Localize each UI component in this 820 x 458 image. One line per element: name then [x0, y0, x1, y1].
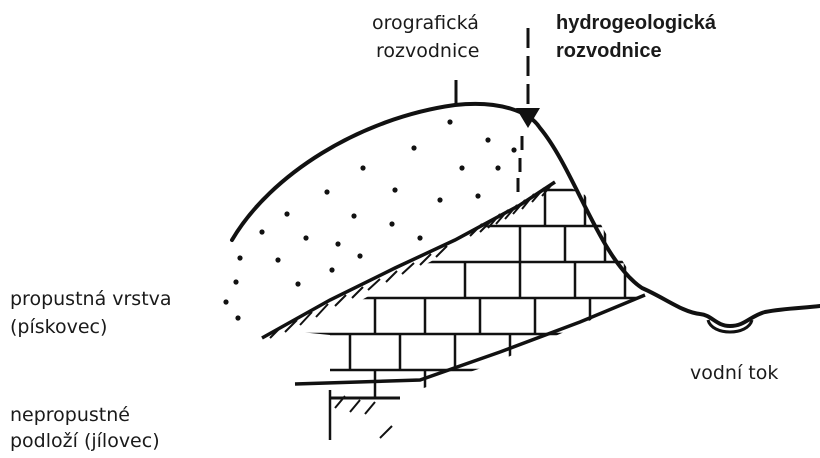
permeable-layer-label-line1: propustná vrstva	[10, 286, 172, 312]
base-hatching	[335, 396, 392, 438]
permeable-layer-label-line2: (pískovec)	[10, 314, 107, 340]
orographic-label-line2: rozvodnice	[376, 38, 479, 64]
impermeable-base-label-line1: nepropustné	[10, 402, 130, 428]
hydrogeological-label-line1: hydrogeologická	[556, 10, 716, 37]
sand-dots	[223, 119, 516, 320]
impermeable-base-label-line2: podloží (jílovec)	[10, 428, 160, 454]
hydrogeological-label-line2: rozvodnice	[556, 38, 662, 65]
layer-contact-upper	[262, 182, 555, 338]
ground-surface	[232, 104, 820, 326]
watercourse-label: vodní tok	[690, 360, 778, 386]
orographic-label-line1: orografická	[372, 10, 479, 36]
